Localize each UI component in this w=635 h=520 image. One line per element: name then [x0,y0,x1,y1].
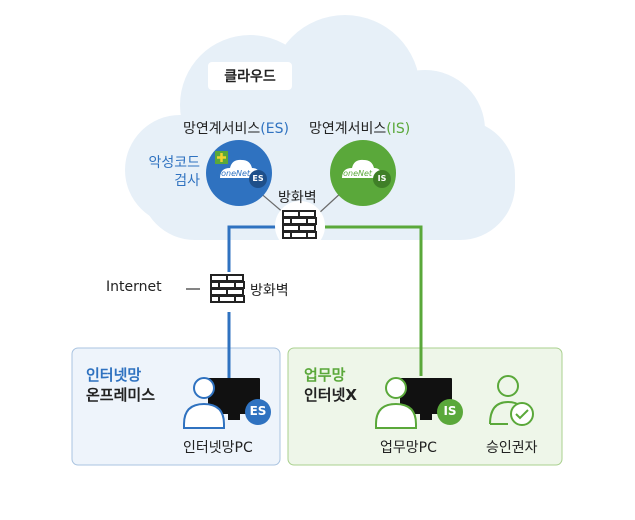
cloud-title-text: 클라우드 [224,69,276,85]
internet-pc-label: 인터넷망PC [183,440,253,456]
internet-label: Internet [106,279,162,295]
service-es-logo: i-oneNet ES [206,140,272,206]
es-logo-badge: ES [252,174,264,183]
work-pc-label: 업무망PC [380,440,437,456]
left-zone-title: 인터넷망 [86,366,142,384]
check-circle-icon [510,402,534,426]
internet-pc-badge: ES [249,404,267,418]
is-logo-text: i-oneNet [338,169,373,178]
service-is-prefix: 망연계서비스 [309,121,387,137]
left-zone-subtitle: 온프레미스 [86,386,156,404]
malware-check-line1: 악성코드 [148,155,200,171]
is-logo-badge: IS [377,174,387,183]
malware-check-label: 악성코드 검사 [140,154,200,190]
es-logo-text: i-oneNet [216,169,251,178]
right-zone-subtitle: 인터넷X [304,386,357,404]
right-zone-title: 업무망 [304,366,346,384]
approver-label: 승인권자 [486,440,538,456]
service-es-prefix: 망연계서비스 [183,121,261,137]
brick-wall-icon [282,210,318,244]
service-is-label: 망연계서비스(IS) [309,118,410,138]
service-is-suffix: (IS) [386,121,411,137]
cloud-firewall-label: 방화벽 [278,190,317,206]
service-es-label: 망연계서비스(ES) [183,118,289,138]
service-is-logo: i-oneNet IS [330,140,396,206]
internet-pc-icon: ES [180,372,275,436]
internet-brick-wall-icon [210,274,246,308]
work-pc-icon: IS [372,372,467,436]
malware-check-line2: 검사 [174,173,200,189]
cloud-title: 클라우드 [208,62,292,90]
work-pc-badge: IS [443,404,457,418]
internet-firewall-label: 방화벽 [250,283,289,299]
approver-icon [486,370,538,434]
service-es-suffix: (ES) [260,121,289,137]
